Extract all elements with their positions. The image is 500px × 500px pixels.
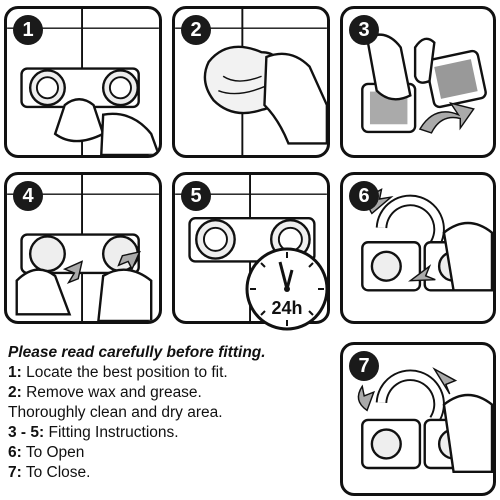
step-2-panel: 2 [172, 6, 330, 158]
clock-label: 24h [271, 298, 303, 318]
clock-icon: 24h [244, 246, 330, 332]
instruction-line: 2: Remove wax and grease. [8, 384, 202, 401]
step-1-panel: 1 [4, 6, 162, 158]
instruction-line: 3 - 5: Fitting Instructions. [8, 424, 179, 441]
step-3-illustration [361, 33, 487, 134]
step-number-badge: 2 [181, 15, 211, 45]
instruction-line: 1: Locate the best position to fit. [8, 364, 228, 381]
step-4-panel: 4 [4, 172, 162, 324]
step-1-illustration [7, 9, 159, 155]
step-number-badge: 3 [349, 15, 379, 45]
step-number-badge: 6 [349, 181, 379, 211]
step-number-badge: 4 [13, 181, 43, 211]
step-number-badge: 5 [181, 181, 211, 211]
step-6-illustration [361, 188, 493, 292]
step-2-illustration [175, 9, 327, 155]
instructions-heading: Please read carefully before fitting. [8, 344, 266, 361]
step-7-illustration [357, 367, 493, 474]
instructions-block: Please read carefully before fitting. 1:… [8, 343, 338, 483]
step-number-badge: 7 [349, 351, 379, 381]
instruction-line: 6: To Open [8, 444, 85, 461]
step-6-panel: 6 [340, 172, 496, 324]
step-3-panel: 3 [340, 6, 496, 158]
instruction-line: Thoroughly clean and dry area. [8, 404, 223, 421]
instruction-line: 7: To Close. [8, 464, 91, 481]
step-7-panel: 7 [340, 342, 496, 496]
step-number-badge: 1 [13, 15, 43, 45]
step-4-illustration [7, 175, 159, 321]
